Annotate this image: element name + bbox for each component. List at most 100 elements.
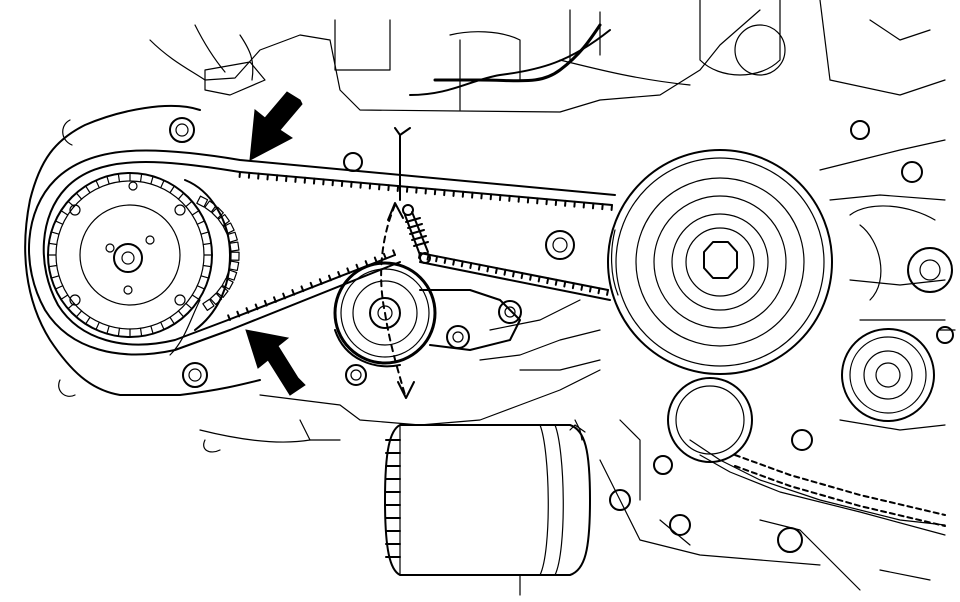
belt-tooth: [383, 252, 387, 260]
belt-tooth: [443, 257, 447, 264]
gear-tooth: [211, 206, 224, 220]
engine-housing: [24, 0, 954, 591]
belt-teeth: [227, 171, 613, 321]
sprocket-tooth: [85, 185, 91, 194]
sprocket-tooth: [50, 231, 60, 235]
sprocket-tooth: [160, 179, 165, 189]
belt-tooth: [373, 256, 378, 264]
gear-tooth: [209, 292, 223, 306]
gear-tooth: [202, 298, 215, 311]
belt-tooth: [554, 278, 558, 286]
belt-tooth: [245, 307, 250, 314]
sprocket-tooth: [60, 294, 69, 300]
sprocket-tooth: [75, 192, 83, 200]
idler-pulley: [841, 328, 956, 422]
belt-tooth: [546, 277, 550, 285]
gear-tooth: [226, 231, 238, 243]
sprocket-tooth: [117, 327, 121, 337]
sprocket-tooth: [95, 179, 100, 189]
right-pulley: [849, 205, 953, 301]
belt-tooth: [273, 296, 277, 303]
sprocket-tooth: [139, 173, 143, 183]
belt-tooth: [571, 282, 575, 290]
sprocket-tooth: [202, 264, 212, 268]
belt-tooth: [606, 289, 609, 296]
gear-tooth: [216, 285, 229, 298]
sprocket-tooth: [85, 316, 91, 325]
belt-tooth: [588, 285, 592, 293]
sprocket-tooth: [54, 285, 64, 290]
belt-tooth: [346, 267, 351, 275]
sprocket-tooth: [202, 242, 212, 246]
sprocket-tooth: [67, 200, 75, 208]
sprocket-tooth: [150, 325, 154, 335]
belt-tooth: [328, 274, 332, 282]
sprocket-tooth: [139, 327, 143, 337]
sprocket-tooth: [191, 294, 200, 300]
sprocket-tooth: [196, 220, 206, 225]
gear-tooth: [221, 277, 234, 290]
sprocket-tooth: [67, 302, 75, 310]
belt-tooth: [460, 260, 464, 268]
belt-tooth: [597, 287, 601, 295]
sprocket-tooth: [106, 325, 110, 335]
belt-tooth: [512, 270, 515, 278]
sprocket-tooth: [185, 200, 193, 208]
belt-tooth: [563, 280, 567, 288]
belt-tooth: [355, 263, 360, 271]
belt-tooth: [318, 278, 323, 285]
idler-gear: [184, 179, 240, 331]
bold-arrow-icon: [245, 329, 306, 396]
water-pump-pulley: [607, 149, 833, 375]
belt-tooth: [337, 271, 341, 278]
sprocket-tooth: [150, 175, 154, 185]
belt-tooth: [469, 262, 473, 269]
belt-tensioner: [333, 202, 521, 399]
sprocket-tooth: [185, 302, 193, 310]
belt-tooth: [520, 272, 524, 280]
belt-tooth: [291, 289, 296, 296]
sprocket-tooth: [48, 264, 58, 268]
belt-tooth: [452, 258, 456, 266]
belt-tooth: [435, 255, 439, 263]
sprocket-tooth: [177, 310, 185, 318]
gear-tooth: [217, 213, 231, 227]
belt-tooth: [282, 292, 286, 300]
belt-tooth: [580, 283, 584, 291]
lower-pulley: [667, 377, 946, 527]
timing-belt: [28, 149, 616, 356]
sprocket-tooth: [54, 220, 64, 225]
sprocket-tooth: [48, 242, 58, 246]
gear-tooth: [204, 200, 217, 213]
camshaft-sprocket: [47, 172, 213, 338]
gear-tooth: [196, 195, 209, 208]
sprocket-tooth: [106, 175, 110, 185]
sprocket-teeth: [47, 172, 213, 338]
sprocket-tooth: [117, 173, 121, 183]
belt-tooth: [494, 267, 498, 275]
belt-tooth: [300, 285, 305, 293]
belt-tooth: [392, 249, 396, 256]
belt-tooth: [227, 314, 231, 321]
tensioner-spring: [402, 204, 431, 264]
sprocket-tooth: [177, 192, 185, 200]
sprocket-tooth: [169, 185, 175, 194]
gear-teeth: [196, 195, 240, 311]
belt-tooth: [503, 268, 507, 276]
sprocket-tooth: [200, 231, 210, 235]
sprocket-tooth: [95, 321, 100, 331]
belt-tooth: [537, 275, 541, 283]
filter-ribs: [385, 439, 401, 558]
gear-tooth: [222, 222, 235, 235]
belt-tooth: [426, 253, 430, 261]
sprocket-tooth: [169, 316, 175, 325]
sprocket-tooth: [160, 321, 165, 331]
gear-tooth: [229, 241, 240, 252]
oil-filter: [384, 419, 591, 596]
bold-arrow-icon: [249, 91, 303, 161]
belt-tooth: [263, 299, 268, 307]
belt-tooth: [486, 265, 490, 273]
gear-tooth: [228, 260, 240, 271]
